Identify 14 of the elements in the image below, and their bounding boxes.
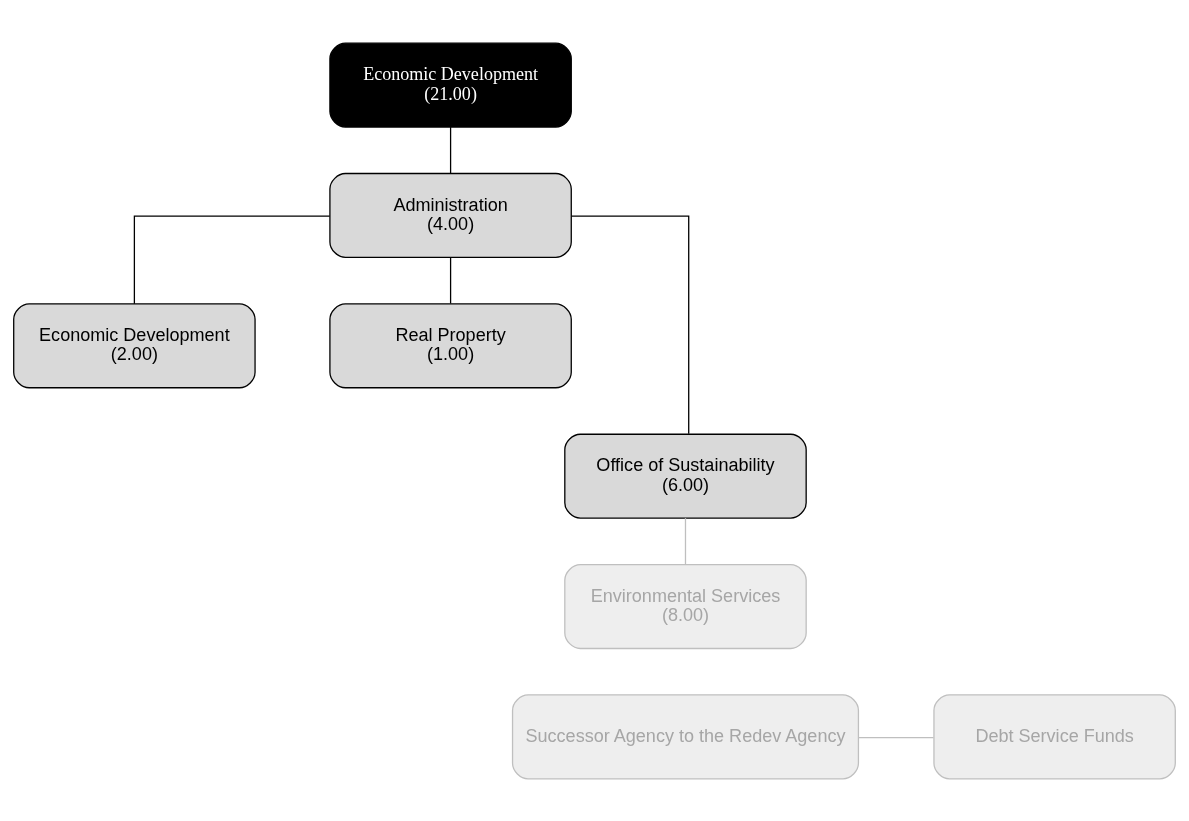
node-box: Real Property (1.00) [329,302,572,388]
node-box: Office of Sustainability (6.00) [564,433,807,519]
connector [449,256,452,304]
node-box: Economic Development (21.00) [329,42,572,128]
connector [449,125,452,174]
connector [133,214,331,304]
node-box: Administration (4.00) [329,172,572,258]
node-box: Successor Agency to the Redev Agency [511,693,860,779]
node-box: Environmental Services (8.00) [564,563,807,649]
connector [684,517,687,565]
connector [570,214,690,434]
connector [858,736,935,738]
node-box: Debt Service Funds [933,693,1176,779]
node-box: Economic Development (2.00) [13,302,256,388]
